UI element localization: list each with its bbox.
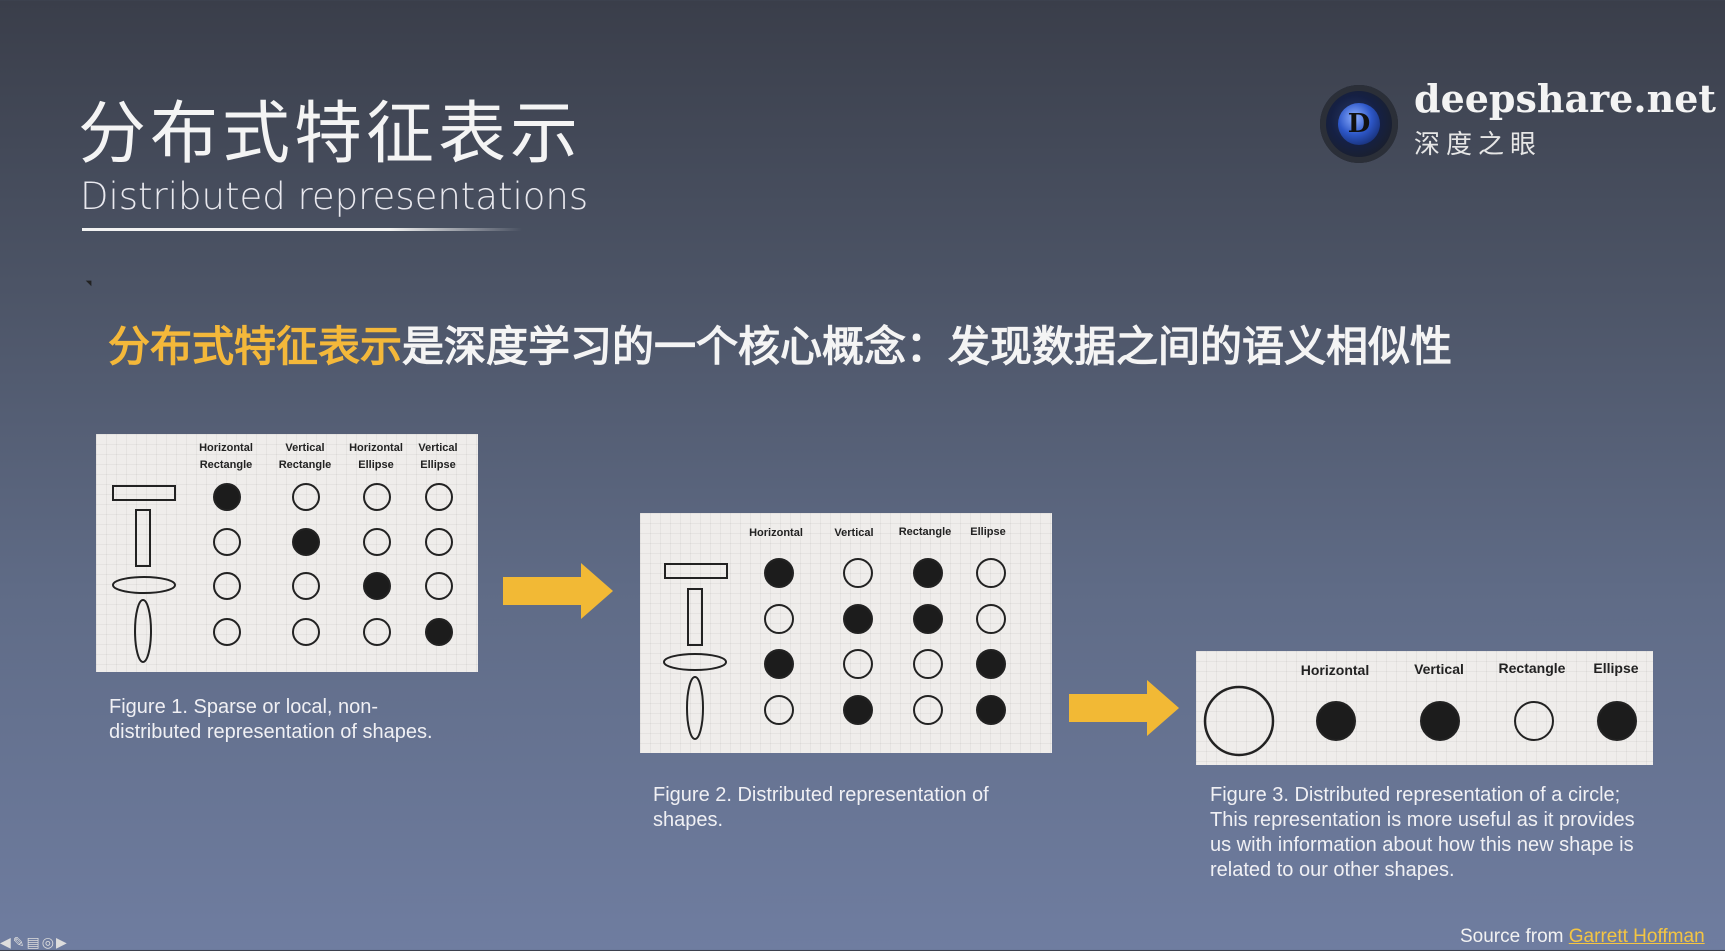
figure-1-diagram: Horizontal Rectangle Vertical Rectangle … [112,442,458,663]
filled-dot [292,528,320,556]
fig1-header-4-line2: Ellipse [420,459,455,471]
filled-dot [913,604,943,634]
arrow-right-icon [503,563,613,619]
mouse-cursor-icon [85,277,95,287]
source-prefix: Source from [1460,926,1564,947]
empty-dot [213,528,241,556]
fig2-header-4: Ellipse [970,526,1005,538]
fig1-header-3-line2: Ellipse [358,459,393,471]
fig3-header-3: Rectangle [1499,660,1566,676]
empty-dot [292,618,320,646]
fig1-header-4-line1: Vertical [418,442,457,454]
filled-dot [843,604,873,634]
fig3-header-4: Ellipse [1593,660,1638,676]
fig3-header-1: Horizontal [1301,662,1369,678]
empty-dot [764,604,794,634]
headline: 分布式特征表示是深度学习的一个核心概念：发现数据之间的语义相似性 [108,313,1452,374]
empty-dot [363,483,391,511]
fig1-header-1-line1: Horizontal [199,442,253,454]
source-author-link[interactable]: Garrett Hoffman [1568,926,1705,947]
slides-icon[interactable]: ▤ [26,934,42,950]
filled-dot [764,558,794,588]
empty-dot [913,649,943,679]
slide-controls: ◀✎▤◎▶ [0,934,69,951]
logo-site-name: deepshare.net [1414,76,1716,121]
empty-dot [843,558,873,588]
fig1-header-1-line2: Rectangle [200,459,253,471]
empty-dot [843,649,873,679]
slide-title: 分布式特征表示 [78,95,583,174]
fig3-header-2: Vertical [1414,661,1464,677]
fig1-header-2-line2: Rectangle [279,459,332,471]
horizontal-rectangle-shape [112,485,176,501]
figure-2-diagram: Horizontal Vertical Rectangle Ellipse [663,526,1006,740]
filled-dot [363,572,391,600]
empty-dot [1514,701,1554,741]
logo-letter: D [1338,103,1380,145]
figure-3-diagram: Horizontal Vertical Rectangle Ellipse [1203,660,1639,757]
empty-dot [292,572,320,600]
figure-2-panel: Horizontal Vertical Rectangle Ellipse [640,513,1052,753]
fig2-header-2: Vertical [834,527,873,539]
figure-3-caption: Figure 3. Distributed representation of … [1210,784,1635,881]
filled-dot [764,649,794,679]
zoom-icon[interactable]: ◎ [41,934,56,950]
figure-1-panel: Horizontal Rectangle Vertical Rectangle … [96,434,478,672]
circle-shape [1203,685,1275,757]
figure-1-caption: Figure 1. Sparse or local, non-distribut… [109,696,433,743]
filled-dot [913,558,943,588]
vertical-rectangle-shape [135,509,151,567]
pen-icon[interactable]: ✎ [12,934,27,950]
filled-dot [976,695,1006,725]
headline-highlight: 分布式特征表示 [108,322,403,371]
empty-dot [976,604,1006,634]
title-underline [82,228,522,231]
horizontal-ellipse-shape [112,576,176,594]
vertical-rectangle-shape [687,588,703,646]
horizontal-rectangle-shape [664,563,728,579]
vertical-ellipse-shape [686,676,704,740]
vertical-ellipse-shape [134,599,152,663]
source-credit: Source from Garrett Hoffman [1460,926,1705,948]
fig1-header-3-line1: Horizontal [349,442,403,454]
empty-dot [213,618,241,646]
filled-dot [1420,701,1460,741]
empty-dot [425,528,453,556]
prev-slide-icon[interactable]: ◀ [0,934,13,950]
empty-dot [292,483,320,511]
arrow-right-icon [1069,680,1179,736]
figure-3-panel: Horizontal Vertical Rectangle Ellipse [1196,651,1653,765]
logo-subtitle: 深度之眼 [1414,130,1543,160]
empty-dot [425,572,453,600]
fig2-header-1: Horizontal [749,527,803,539]
horizontal-ellipse-shape [663,653,727,671]
slide-subtitle: Distributed representations [80,175,589,218]
eye-logo-icon: D [1320,85,1398,163]
filled-dot [425,618,453,646]
empty-dot [363,528,391,556]
figure-2-caption: Figure 2. Distributed representation of … [653,784,989,831]
empty-dot [764,695,794,725]
empty-dot [213,572,241,600]
empty-dot [976,558,1006,588]
filled-dot [843,695,873,725]
headline-text: 是深度学习的一个核心概念：发现数据之间的语义相似性 [402,322,1453,371]
empty-dot [425,483,453,511]
empty-dot [363,618,391,646]
filled-dot [1597,701,1637,741]
fig1-header-2-line1: Vertical [285,442,324,454]
filled-dot [1316,701,1356,741]
fig2-header-3: Rectangle [899,526,952,538]
empty-dot [913,695,943,725]
filled-dot [213,483,241,511]
next-slide-icon[interactable]: ▶ [55,934,69,950]
filled-dot [976,649,1006,679]
